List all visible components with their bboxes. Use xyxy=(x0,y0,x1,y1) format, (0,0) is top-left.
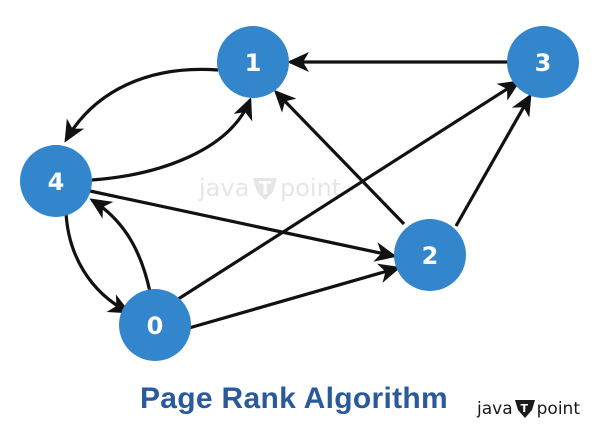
logo-badge-letter: T xyxy=(520,402,528,415)
nodes: 1 3 4 2 0 xyxy=(20,26,579,361)
edge-4-to-1 xyxy=(91,97,253,182)
node-4-label: 4 xyxy=(48,168,65,196)
edge-0-to-2 xyxy=(181,263,401,332)
watermark-badge-letter: T xyxy=(259,178,272,199)
logo-badge: T xyxy=(514,399,536,419)
page-rank-graph: java T point 1 xyxy=(20,26,579,361)
watermark-text-before: java xyxy=(198,174,249,202)
node-3-label: 3 xyxy=(535,49,552,77)
edge-4-to-0 xyxy=(64,211,131,314)
node-0-label: 0 xyxy=(147,312,164,340)
watermark-badge: T xyxy=(253,178,277,200)
edge-0-to-3 xyxy=(171,80,521,305)
node-4-circle xyxy=(20,145,92,217)
node-1-circle xyxy=(217,26,289,98)
node-1-label: 1 xyxy=(245,49,262,77)
diagram-title: Page Rank Algorithm xyxy=(140,382,448,415)
edges xyxy=(64,52,532,332)
node-3-circle xyxy=(507,26,579,98)
node-2: 2 xyxy=(394,219,466,291)
edge-0-to-4 xyxy=(89,198,152,293)
node-2-label: 2 xyxy=(422,242,439,270)
node-2-circle xyxy=(394,219,466,291)
logo-text-after: point xyxy=(536,399,580,419)
edge-1-to-4 xyxy=(64,67,219,143)
node-0-circle xyxy=(119,289,191,361)
edge-2-to-1 xyxy=(273,89,406,226)
node-0: 0 xyxy=(119,289,191,361)
node-4: 4 xyxy=(20,145,92,217)
logo-text-before: java xyxy=(477,399,513,419)
node-1: 1 xyxy=(217,26,289,98)
watermark-text-after: point xyxy=(280,174,341,202)
edge-4-to-2 xyxy=(89,189,397,262)
edge-2-to-3 xyxy=(454,93,532,227)
javatpoint-logo: java T point xyxy=(477,396,580,422)
node-3: 3 xyxy=(507,26,579,98)
watermark: java T point xyxy=(198,174,341,202)
